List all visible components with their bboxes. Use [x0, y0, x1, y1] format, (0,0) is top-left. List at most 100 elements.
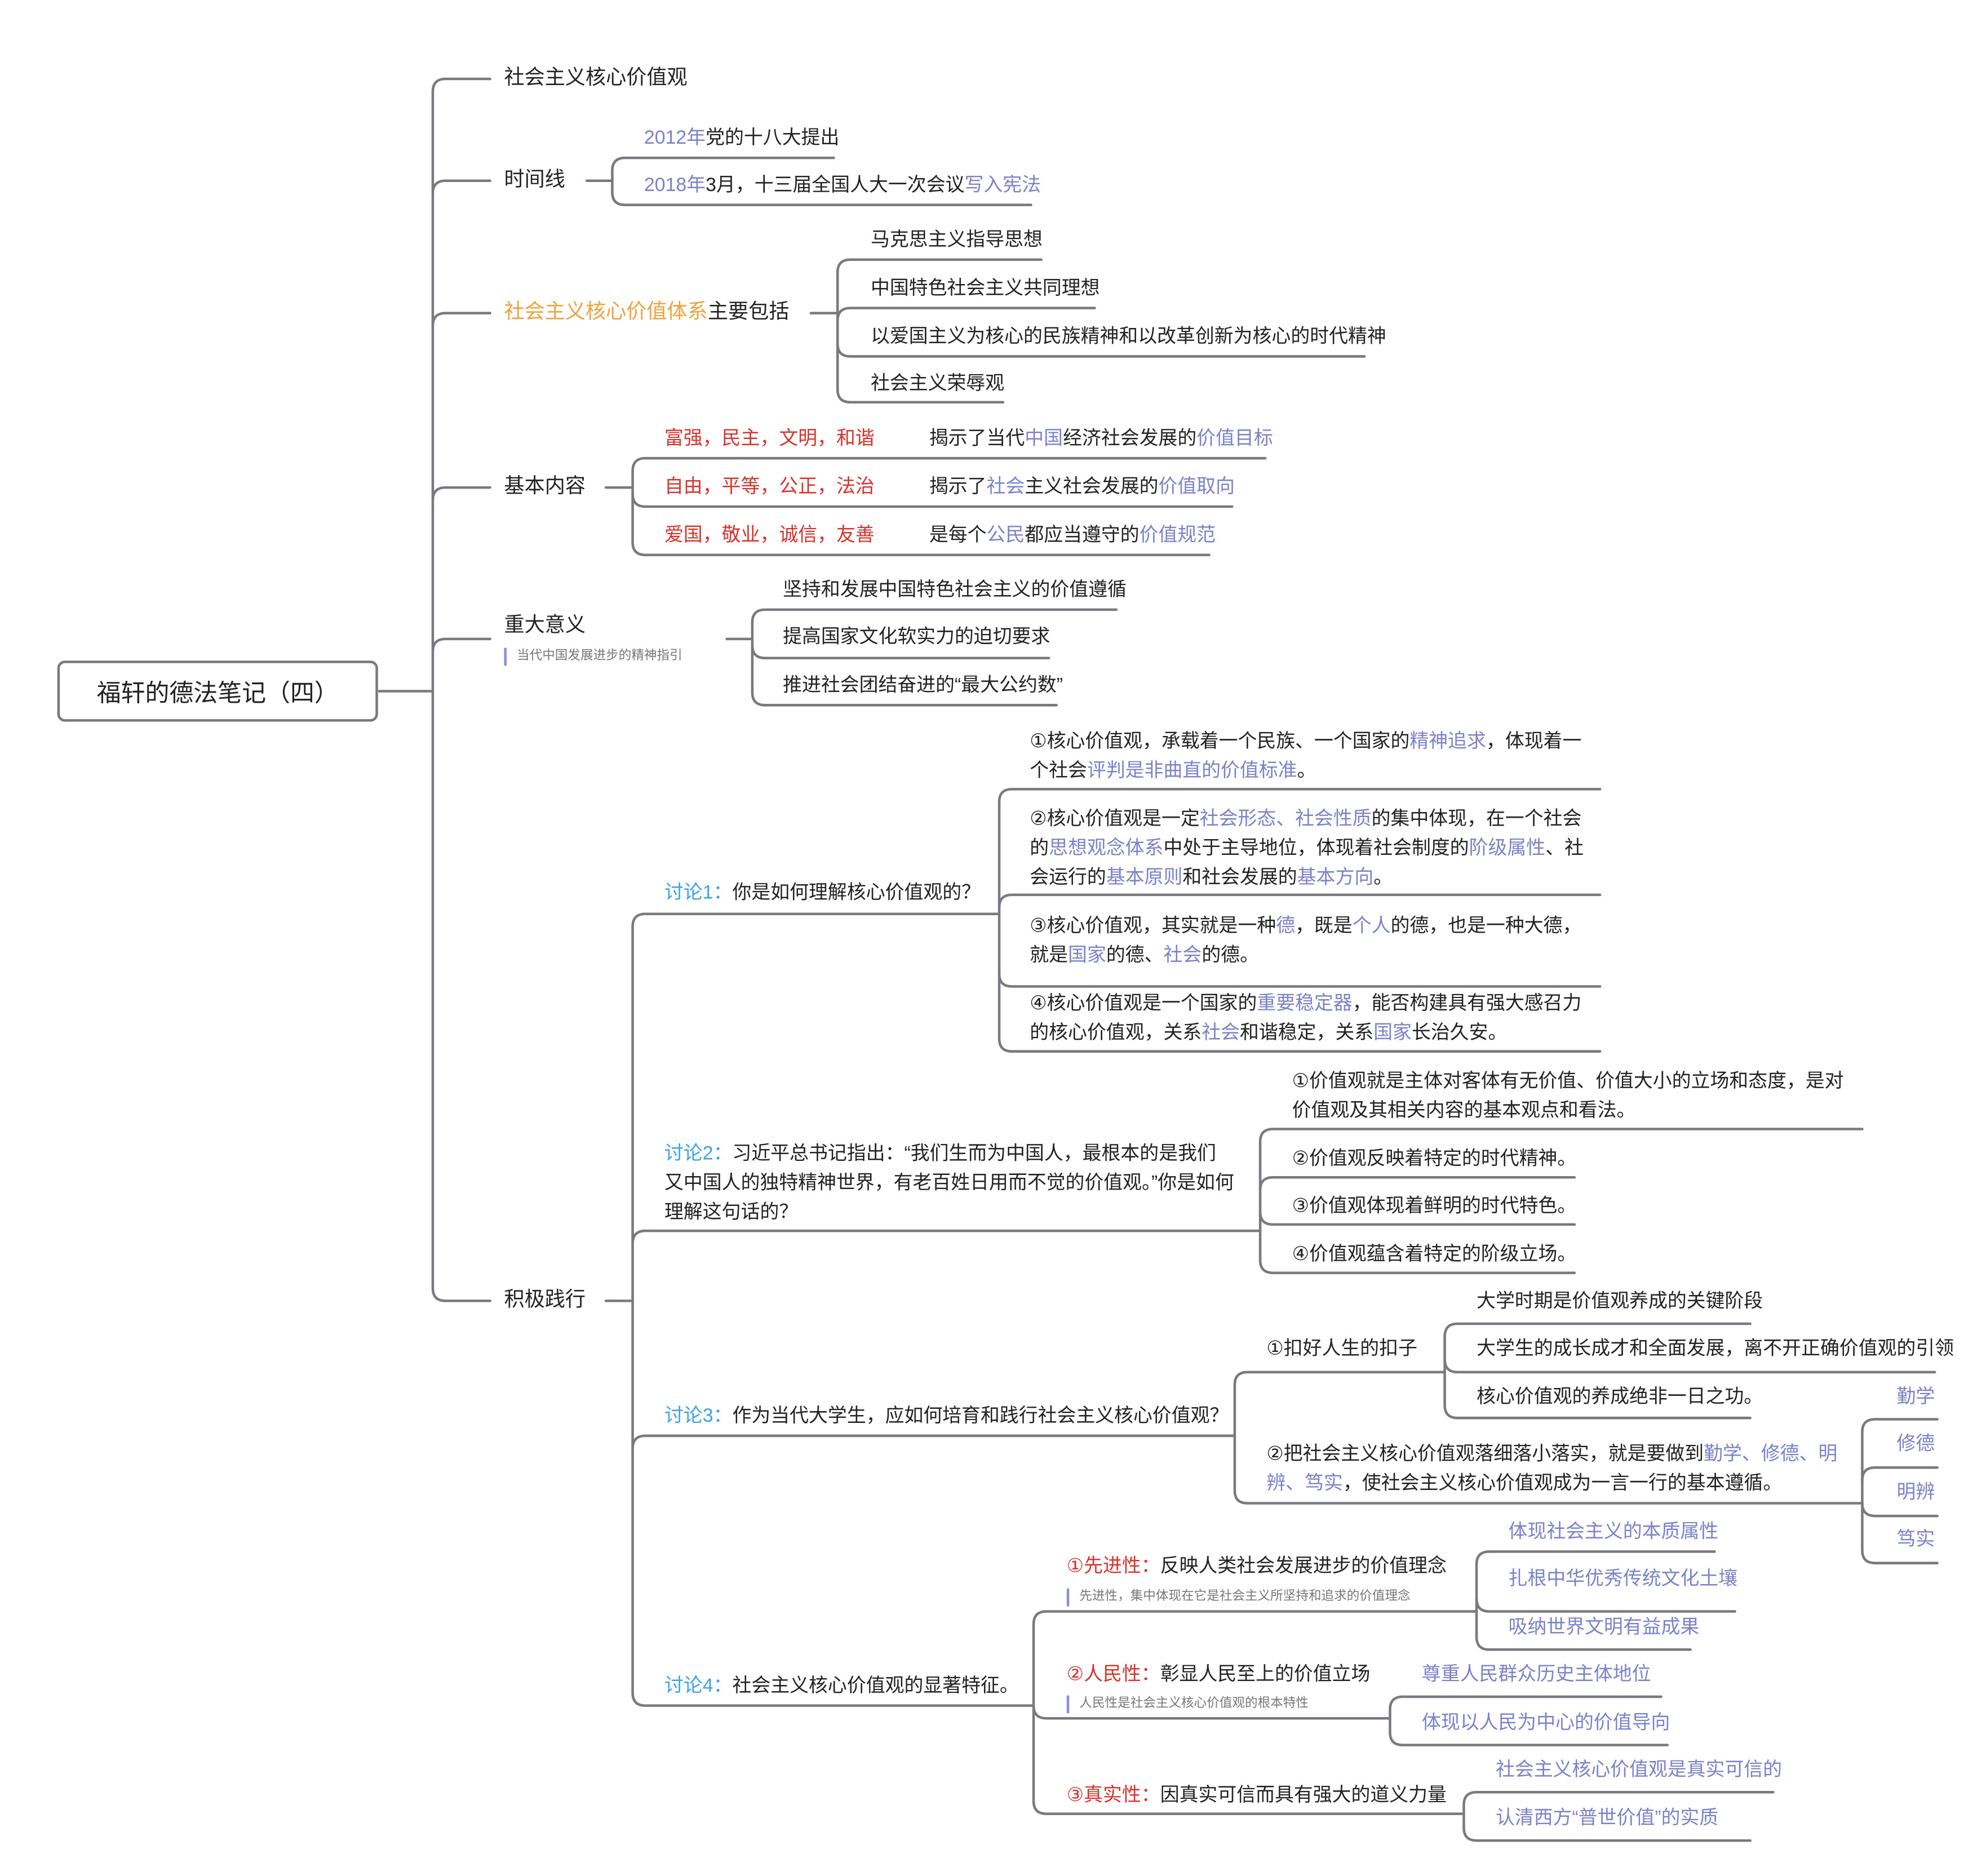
node-timeline[interactable]: 时间线 — [504, 169, 565, 191]
timeline-item[interactable]: 2018年3月，十三届全国人大一次会议写入宪法 — [644, 172, 1041, 200]
discussion-tag: 讨论4： — [664, 1675, 733, 1697]
answer-text: ③核心价值观，其实就是一种 — [1030, 915, 1276, 937]
discussion-question: 习近平总书记指出：“我们生而为中国人，最根本的是我们又中国人的独特精神世界，有老… — [664, 1143, 1234, 1223]
d1-answer[interactable]: ①核心价值观，承载着一个民族、一个国家的精神追求，体现着一个社会评判是非曲直的价… — [1030, 727, 1600, 786]
basic-desc[interactable]: 是每个公民都应当遵守的价值规范 — [929, 522, 1216, 550]
basic-desc[interactable]: 揭示了社会主义社会发展的价值取向 — [929, 473, 1235, 502]
significance-note: 当代中国发展进步的精神指引 — [504, 647, 682, 666]
answer-highlight: 国家 — [1068, 944, 1106, 966]
significance-item[interactable]: 坚持和发展中国特色社会主义的价值遵循 — [783, 579, 1127, 601]
d1-answer[interactable]: ④核心价值观是一个国家的重要稳定器，能否构建具有强大感召力的核心价值观，关系社会… — [1030, 989, 1600, 1048]
d1-answer[interactable]: ②核心价值观是一定社会形态、社会性质的集中体现，在一个社会的思想观念体系中处于主… — [1030, 804, 1600, 892]
discussion-tag: 讨论2： — [664, 1143, 733, 1165]
desc-highlight: 中国 — [1025, 427, 1063, 450]
basic-values[interactable]: 爱国，敬业，诚信，友善 — [664, 524, 875, 546]
desc-highlight: 价值目标 — [1196, 427, 1273, 450]
basic-desc[interactable]: 揭示了当代中国经济社会发展的价值目标 — [929, 425, 1273, 453]
feature-item[interactable]: 尊重人民群众历史主体地位 — [1421, 1664, 1651, 1686]
answer-text: ④核心价值观是一个国家的 — [1030, 992, 1257, 1015]
answer-highlight: 社会 — [1163, 944, 1202, 966]
significance-item[interactable]: 推进社会团结奋进的“最大公约数” — [783, 675, 1063, 697]
system-item[interactable]: 以爱国主义为核心的民族精神和以改革创新为核心的时代精神 — [870, 326, 1386, 348]
answer-text: 和社会发展的 — [1182, 867, 1297, 889]
significance-item[interactable]: 提高国家文化软实力的迫切要求 — [783, 626, 1050, 648]
d3-point-1-item[interactable]: 大学时期是价值观养成的关键阶段 — [1477, 1290, 1763, 1312]
desc-highlight: 价值规范 — [1139, 524, 1216, 546]
feature-item[interactable]: 扎根中华优秀传统文化土壤 — [1508, 1568, 1738, 1590]
answer-highlight: 重要稳定器 — [1257, 992, 1353, 1015]
d2-answer[interactable]: ②价值观反映着特定的时代精神。 — [1292, 1148, 1577, 1170]
feature-advanced[interactable]: ①先进性：反映人类社会发展进步的价值理念 — [1067, 1553, 1447, 1581]
discussion-question: 你是如何理解核心价值观的？ — [732, 882, 981, 904]
d3-point-1-item[interactable]: 核心价值观的养成绝非一日之功。 — [1477, 1386, 1763, 1408]
feature-name: ②人民性： — [1066, 1664, 1160, 1686]
d1-answer[interactable]: ③核心价值观，其实就是一种德，既是个人的德，也是一种大德，就是国家的德、社会的德… — [1030, 911, 1600, 970]
node-significance[interactable]: 重大意义 — [504, 614, 586, 637]
discussion-4[interactable]: 讨论4：社会主义核心价值观的显著特征。 — [664, 1673, 1019, 1701]
d3-virtue[interactable]: 勤学 — [1896, 1386, 1935, 1408]
discussion-2[interactable]: 讨论2：习近平总书记指出：“我们生而为中国人，最根本的是我们又中国人的独特精神世… — [664, 1139, 1235, 1227]
connector-system-items — [836, 258, 1043, 404]
timeline-text: 3月，十三届全国人大一次会议 — [706, 174, 965, 196]
node-core-values[interactable]: 社会主义核心价值观 — [504, 67, 688, 90]
discussion-tag: 讨论1： — [664, 882, 733, 904]
node-basic-content[interactable]: 基本内容 — [504, 476, 586, 498]
answer-text: ，能否构建具有强大感召力的核心价值观，关系 — [1030, 992, 1582, 1044]
discussion-tag: 讨论3： — [664, 1405, 733, 1427]
desc-text: 都应当遵守的 — [1025, 524, 1140, 546]
node-system[interactable]: 社会主义核心价值体系主要包括 — [504, 299, 789, 327]
root-node[interactable]: 福轩的德法笔记（四） — [57, 660, 378, 722]
answer-text: 。 — [1297, 760, 1316, 782]
system-item[interactable]: 社会主义荣辱观 — [870, 372, 1005, 395]
basic-values[interactable]: 自由，平等，公正，法治 — [664, 476, 875, 498]
system-item[interactable]: 马克思主义指导思想 — [870, 229, 1043, 251]
answer-highlight: 评判是非曲直的价值标准 — [1087, 760, 1297, 782]
desc-text: 是每个 — [929, 524, 987, 546]
answer-highlight: 思想观念体系 — [1049, 837, 1164, 859]
answer-text: 中处于主导地位，体现着社会制度的 — [1163, 837, 1469, 859]
answer-highlight: 精神追求 — [1409, 730, 1486, 752]
d2-answer[interactable]: ③价值观体现着鲜明的时代特色。 — [1292, 1195, 1577, 1217]
system-highlight: 社会主义核心价值体系 — [504, 301, 708, 323]
d3-virtue[interactable]: 笃实 — [1896, 1528, 1935, 1551]
discussion-1[interactable]: 讨论1：你是如何理解核心价值观的？ — [664, 880, 981, 908]
point-text: ②把社会主义核心价值观落细落小落实，就是要做到 — [1266, 1443, 1704, 1465]
d3-point-2[interactable]: ②把社会主义核心价值观落细落小落实，就是要做到勤学、修德、明辨、笃实，使社会主义… — [1266, 1440, 1839, 1498]
d3-virtue[interactable]: 明辨 — [1896, 1482, 1935, 1504]
desc-text: 经济社会发展的 — [1063, 427, 1197, 450]
feature-people[interactable]: ②人民性：彰显人民至上的价值立场 — [1067, 1661, 1371, 1689]
feature-item[interactable]: 体现以人民为中心的价值导向 — [1421, 1711, 1670, 1734]
connector-system — [431, 312, 491, 327]
answer-text: 。 — [1373, 867, 1393, 889]
feature-item[interactable]: 社会主义核心价值观是真实可信的 — [1495, 1759, 1783, 1781]
d2-answer[interactable]: ④价值观蕴含着特定的阶级立场。 — [1292, 1243, 1577, 1266]
discussion-question: 社会主义核心价值观的显著特征。 — [732, 1675, 1019, 1697]
feature-desc: 反映人类社会发展进步的价值理念 — [1160, 1555, 1447, 1577]
answer-highlight: 阶级属性 — [1469, 837, 1546, 859]
feature-item[interactable]: 吸纳世界文明有益成果 — [1508, 1616, 1700, 1638]
answer-text: ②核心价值观是一定 — [1030, 808, 1200, 830]
feature-truth[interactable]: ③真实性：因真实可信而具有强大的道义力量 — [1067, 1782, 1447, 1810]
d3-point-1[interactable]: ①扣好人生的扣子 — [1266, 1337, 1417, 1360]
d2-answer[interactable]: ①价值观就是主体对客体有无价值、价值大小的立场和态度，是对价值观及其相关内容的基… — [1292, 1070, 1844, 1121]
d3-point-1-item[interactable]: 大学生的成长成才和全面发展，离不开正确价值观的引领 — [1477, 1337, 1954, 1360]
feature-note: 人民性是社会主义核心价值观的根本特性 — [1066, 1695, 1309, 1714]
answer-text: 的德、 — [1106, 944, 1164, 966]
connector-timeline-items — [611, 156, 1032, 206]
feature-desc: 因真实可信而具有强大的道义力量 — [1160, 1784, 1447, 1807]
desc-highlight: 价值取向 — [1158, 476, 1235, 498]
timeline-item[interactable]: 2012年党的十八大提出 — [644, 125, 839, 153]
answer-text: ①核心价值观，承载着一个民族、一个国家的 — [1030, 730, 1410, 752]
answer-highlight: 社会形态、社会性质 — [1199, 808, 1372, 830]
feature-item[interactable]: 认清西方“普世价值”的实质 — [1495, 1807, 1719, 1829]
answer-text: 的德。 — [1201, 944, 1260, 966]
feature-item[interactable]: 体现社会主义的本质属性 — [1508, 1521, 1719, 1543]
basic-values[interactable]: 富强，民主，文明，和谐 — [664, 427, 875, 450]
connector-timeline — [431, 179, 491, 195]
discussion-3[interactable]: 讨论3：作为当代大学生，应如何培育和践行社会主义核心价值观？ — [664, 1403, 1229, 1431]
system-item[interactable]: 中国特色社会主义共同理想 — [870, 277, 1100, 299]
d3-virtue[interactable]: 修德 — [1896, 1433, 1935, 1455]
node-practice[interactable]: 积极践行 — [504, 1289, 586, 1311]
